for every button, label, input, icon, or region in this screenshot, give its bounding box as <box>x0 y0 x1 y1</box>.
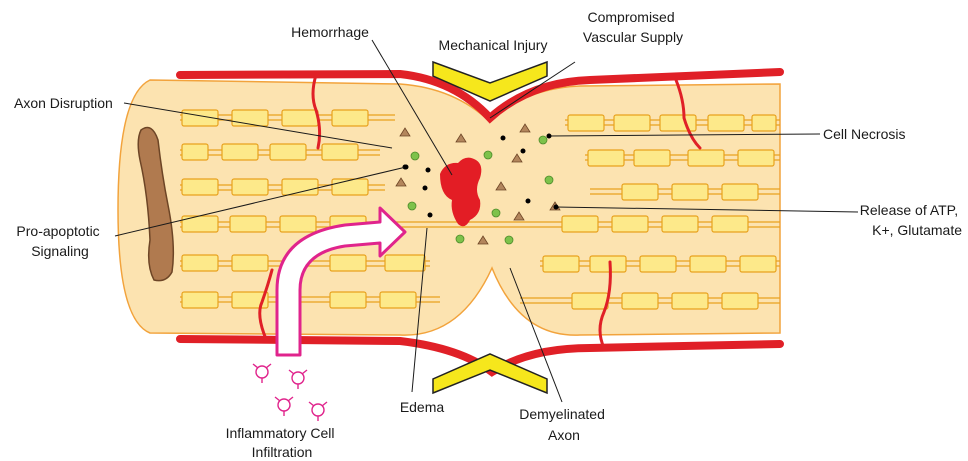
label-mechanical-injury: Mechanical Injury <box>439 37 548 53</box>
axon-row-r5 <box>540 256 780 272</box>
label-inflammatory-cell-infiltration: Inflammatory Cell Infiltration <box>226 425 339 460</box>
inflammatory-cells <box>253 364 327 421</box>
label-release-of-atp: Release of ATP, K+, Glutamate <box>860 202 962 238</box>
label-cell-necrosis: Cell Necrosis <box>823 126 905 142</box>
label-pro-apoptotic-signaling: Pro-apoptotic Signaling <box>16 223 103 259</box>
label-edema: Edema <box>400 399 445 415</box>
label-demyelinated-axon: Demyelinated Axon <box>519 406 609 443</box>
label-axon-disruption: Axon Disruption <box>14 95 113 111</box>
label-hemorrhage: Hemorrhage <box>291 24 369 40</box>
label-compromised-vascular-supply: Compromised Vascular Supply <box>583 9 683 45</box>
axon-row-3 <box>180 179 385 195</box>
